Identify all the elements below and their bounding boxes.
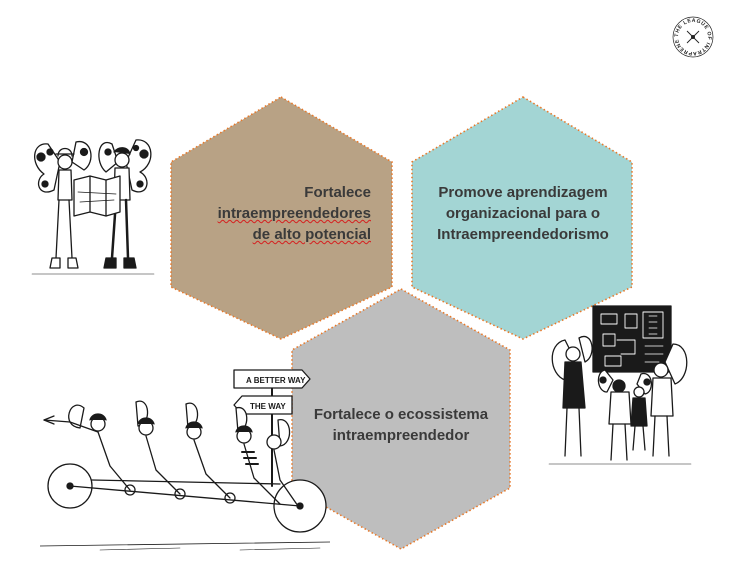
hexagon-high-potential — [170, 96, 393, 340]
hexagon-line: de alto potencial — [196, 224, 371, 245]
signpost-bottom — [233, 395, 293, 415]
signpost-bottom-label: THE WAY — [250, 402, 286, 411]
signpost-top-label: A BETTER WAY — [246, 376, 306, 385]
signpost-top — [233, 369, 311, 389]
team-at-whiteboard-illustration — [548, 305, 692, 465]
hexagon-organizational-learning — [411, 96, 633, 340]
hexagon-line-text: de alto potencial — [252, 226, 371, 243]
hexagon-high-potential-text: Fortalece intraempreendedores de alto po… — [196, 182, 371, 245]
hexagon-line: intraempreendedor — [332, 427, 470, 444]
hexagon-line: Promove aprendizagem — [438, 184, 608, 201]
hexagon-organizational-learning-text: Promove aprendizagem organizacional para… — [416, 182, 630, 245]
hexagon-ecosystem-text: Fortalece o ecossistema intraempreendedo… — [298, 404, 504, 446]
hexagon-ecosystem — [291, 288, 511, 550]
hexagon-line: Fortalece o ecossistema — [313, 406, 489, 423]
explorers-with-map-illustration — [31, 139, 155, 275]
hexagon-line: Intraempreendedorismo — [437, 226, 609, 243]
hexagon-line: intraempreendedores — [217, 205, 371, 222]
hexagon-line: organizacional para o — [445, 205, 601, 222]
league-of-intrapreneurs-logo: THE LEAGUE OF INTRAPRENEURS · — [670, 14, 714, 58]
tandem-bicycle-illustration: A BETTER WAY THE WAY — [40, 369, 330, 551]
hexagon-line: Fortalece — [304, 184, 371, 201]
